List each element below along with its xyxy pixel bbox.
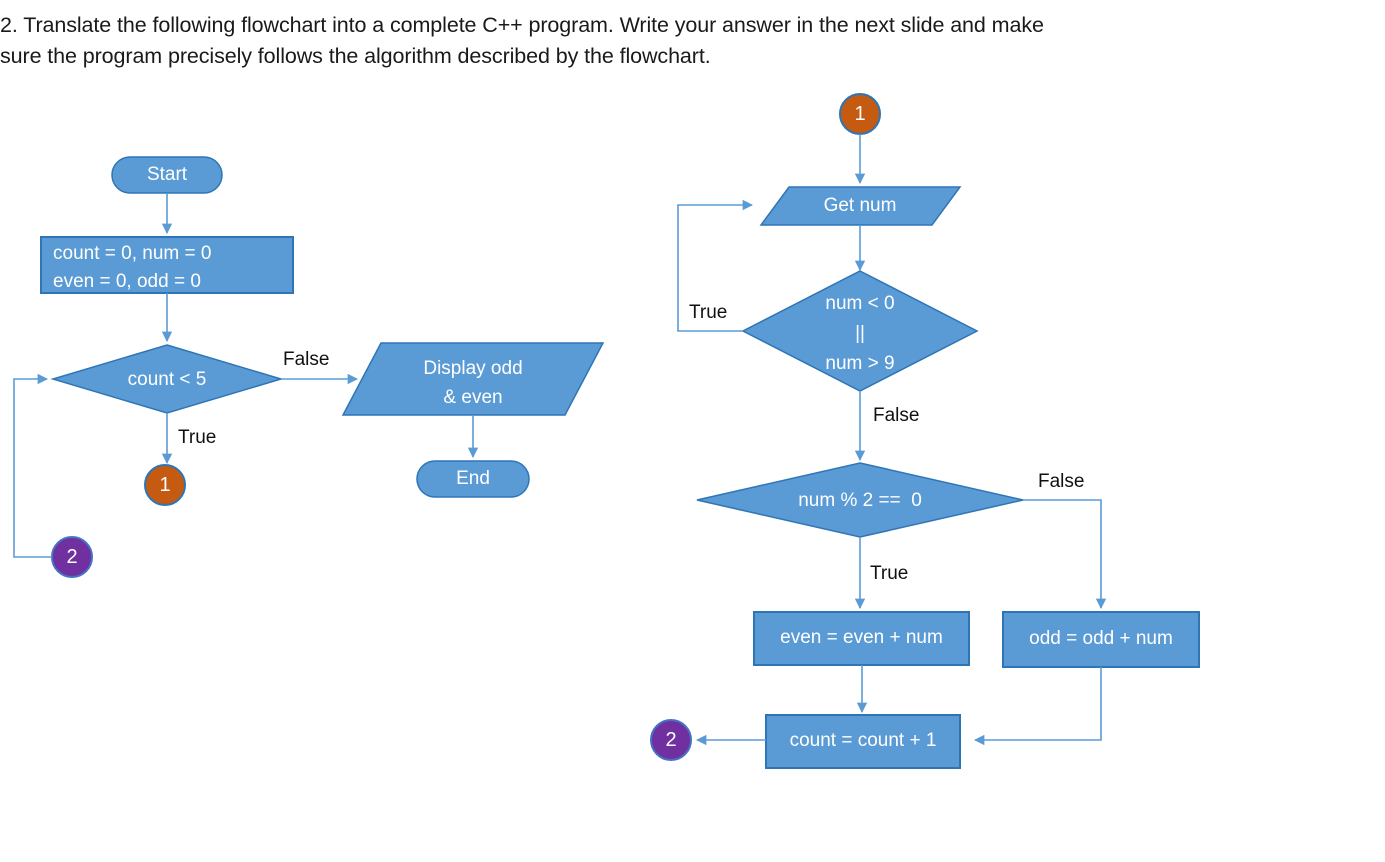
edge-label-parity-true: True (870, 563, 909, 584)
node-get-num (759, 186, 962, 226)
connector-out-2 (650, 719, 692, 761)
connector-out-1 (144, 464, 186, 506)
node-init (40, 236, 294, 294)
edge-connector-2-to-cond (13, 373, 52, 558)
node-count-increment (765, 714, 961, 769)
node-num-parity-check (696, 462, 1024, 538)
node-odd-accumulate (1002, 611, 1200, 668)
connector-in-1 (839, 93, 881, 135)
connector-in-2 (51, 536, 93, 578)
prompt-line-2: sure the program precisely follows the a… (0, 44, 711, 68)
edge-label-range-true: True (689, 302, 728, 323)
edge-range-true-to-getnum (677, 199, 754, 332)
question-prompt: 2. Translate the following flowchart int… (0, 10, 1385, 72)
edge-label-range-false: False (873, 405, 920, 426)
prompt-line-1: 2. Translate the following flowchart int… (0, 13, 1044, 37)
node-num-range-check (741, 270, 979, 392)
edge-parity-false-to-odd (1023, 499, 1107, 610)
edge-label-count-true: True (178, 427, 217, 448)
node-end (416, 460, 530, 498)
node-display-odd-even (341, 342, 605, 416)
node-start (111, 156, 223, 194)
node-even-accumulate (753, 611, 970, 666)
edge-odd-to-countinc (973, 667, 1102, 746)
edge-label-parity-false: False (1038, 471, 1085, 492)
edge-label-count-false: False (283, 349, 330, 370)
node-count-lt-5 (50, 344, 284, 414)
